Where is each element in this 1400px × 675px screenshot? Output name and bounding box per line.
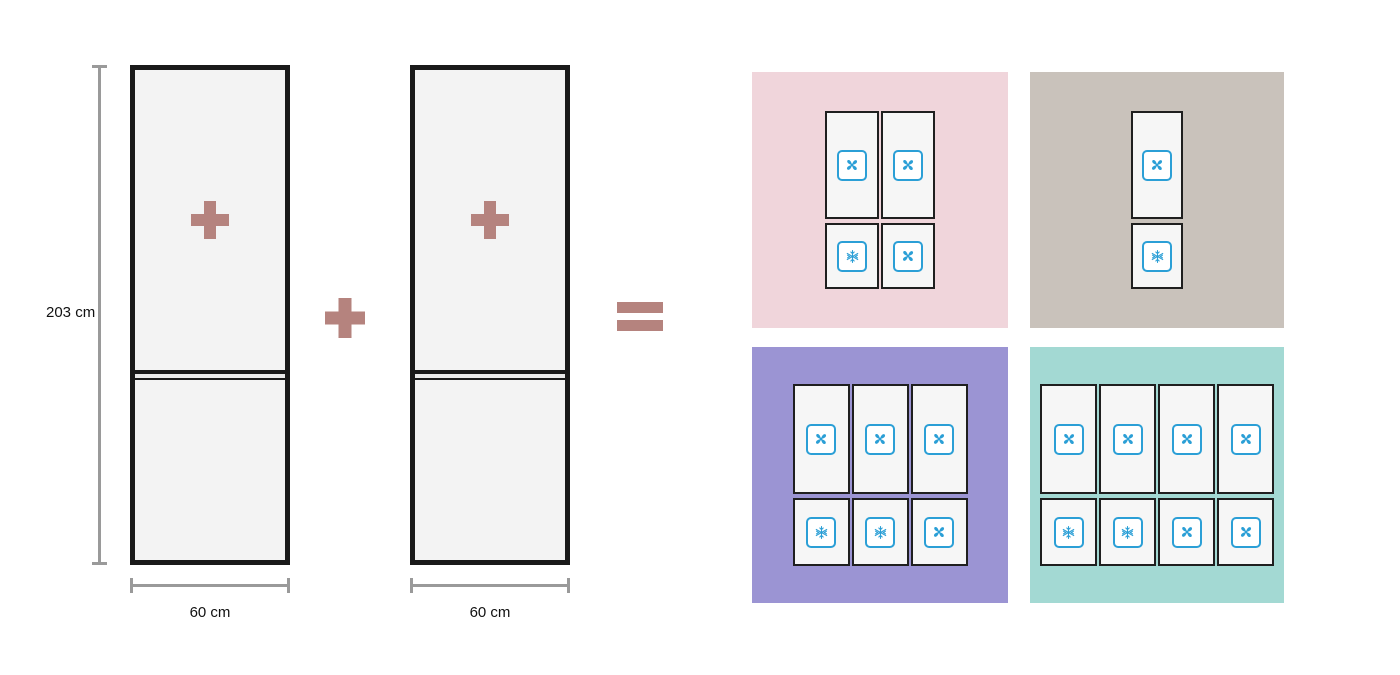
fan-icon — [806, 423, 836, 455]
plus-icon — [191, 201, 229, 239]
compartment-column — [881, 111, 935, 289]
compartment-column — [825, 111, 879, 289]
fan-icon — [837, 149, 867, 181]
fan-icon — [865, 423, 895, 455]
height-dimension-line — [98, 65, 101, 565]
freezer-compartment — [1040, 498, 1097, 566]
snowflake-icon — [806, 516, 836, 548]
snowflake-icon — [865, 516, 895, 548]
height-dimension-label: 203 cm — [46, 304, 96, 321]
fan-icon — [924, 423, 954, 455]
fridge-2-lower-compartment — [415, 380, 565, 560]
fridge-2-upper-compartment — [415, 70, 565, 370]
height-dimension-cap-bottom — [92, 562, 107, 565]
equals-operator-icon — [617, 302, 663, 331]
fan-icon — [1112, 423, 1143, 455]
fridge-1-lower-compartment — [135, 380, 285, 560]
fridge-1-upper-compartment — [135, 70, 285, 370]
compartment-column — [910, 384, 968, 566]
fridge-compartment — [825, 111, 879, 219]
compartment-column — [1217, 384, 1274, 566]
width-dimension-line — [410, 578, 570, 593]
fan-icon — [1230, 423, 1261, 455]
compartment-column — [792, 384, 850, 566]
compartment-column — [851, 384, 909, 566]
compartment-column — [1131, 111, 1183, 289]
fridge-1 — [130, 65, 290, 565]
fridge-compartment — [910, 384, 968, 494]
freezer-compartment — [792, 498, 850, 566]
fridge-compartment — [1040, 384, 1097, 494]
fridge-compartment — [1131, 111, 1183, 219]
compartment-grid — [1131, 111, 1183, 289]
option-panel-taupe — [1030, 72, 1284, 328]
freezer-compartment — [851, 498, 909, 566]
fan-icon — [1053, 423, 1084, 455]
fan-icon — [893, 149, 923, 181]
fridge-compartment — [881, 111, 935, 219]
freezer-compartment — [825, 223, 879, 289]
compartment-column — [1099, 384, 1156, 566]
fan-icon — [893, 240, 923, 272]
fridge-2-divider — [415, 370, 565, 380]
fridge-compartment — [792, 384, 850, 494]
width-dimension-label: 60 cm — [189, 604, 231, 621]
fridge-compartment — [1158, 384, 1215, 494]
freezer-compartment — [1158, 498, 1215, 566]
compartment-grid — [792, 384, 968, 566]
plus-icon — [471, 201, 509, 239]
option-panel-purple — [752, 347, 1008, 603]
fridge-compartment — [1217, 384, 1274, 494]
fan-icon — [924, 516, 954, 548]
compartment-column — [1040, 384, 1097, 566]
snowflake-icon — [837, 240, 867, 272]
plus-operator-icon — [325, 298, 365, 338]
fridge-1-divider — [135, 370, 285, 380]
fridge-2 — [410, 65, 570, 565]
freezer-compartment — [1099, 498, 1156, 566]
freezer-compartment — [1217, 498, 1274, 566]
fridge-compartment — [1099, 384, 1156, 494]
width-dimension-label: 60 cm — [469, 604, 511, 621]
option-panel-teal — [1030, 347, 1284, 603]
snowflake-icon — [1112, 516, 1143, 548]
compartment-column — [1158, 384, 1215, 566]
width-dimension-line — [130, 578, 290, 593]
fan-icon — [1171, 516, 1202, 548]
compartment-grid — [1040, 384, 1274, 566]
freezer-compartment — [881, 223, 935, 289]
freezer-compartment — [910, 498, 968, 566]
fridge-1-width-dimension: 60 cm — [130, 578, 290, 621]
height-dimension-cap-top — [92, 65, 107, 68]
fridge-compartment — [851, 384, 909, 494]
freezer-compartment — [1131, 223, 1183, 289]
snowflake-icon — [1142, 240, 1172, 272]
fridge-2-width-dimension: 60 cm — [410, 578, 570, 621]
fan-icon — [1171, 423, 1202, 455]
fan-icon — [1230, 516, 1261, 548]
snowflake-icon — [1053, 516, 1084, 548]
compartment-grid — [825, 111, 935, 289]
fan-icon — [1142, 149, 1172, 181]
option-panel-pink — [752, 72, 1008, 328]
